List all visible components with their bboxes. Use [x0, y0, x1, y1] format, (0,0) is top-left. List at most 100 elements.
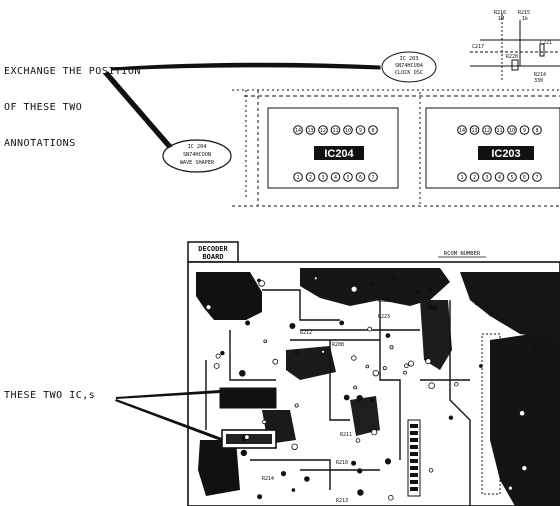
- exchange-arrows: [103, 62, 381, 149]
- board-via: [387, 494, 394, 501]
- board-via: [511, 399, 515, 404]
- ic-pin: [532, 172, 542, 182]
- board-via: [220, 350, 225, 356]
- board-via: [240, 449, 247, 457]
- connector-pad: [410, 459, 418, 463]
- cap-label: C221: [540, 40, 552, 46]
- ic203-callout-line-3: CLOCK OSC: [395, 70, 423, 76]
- ic-pin: [330, 172, 341, 182]
- board-via: [507, 485, 513, 491]
- ic-pin: [482, 172, 492, 182]
- board-via: [425, 358, 432, 365]
- ic-pin-number: 9: [359, 128, 362, 134]
- connector-pad: [410, 487, 418, 491]
- ic204-callout: IC 204 SN74HCOON WAVE SHAPER: [162, 139, 232, 173]
- board-via: [351, 460, 357, 466]
- board-via: [351, 355, 357, 361]
- schematic-section: [232, 14, 560, 207]
- ic203-label: IC203: [491, 148, 520, 160]
- board-via: [258, 280, 266, 287]
- board-via: [407, 360, 414, 367]
- ic204-chip: IC204: [314, 146, 364, 160]
- board-vias: [205, 275, 539, 501]
- connector-pad: [410, 452, 418, 456]
- ic-pin: [507, 125, 517, 135]
- connector-pad: [410, 431, 418, 435]
- decoder-board: DECODER BOARD RCOM NUMBER: [187, 241, 560, 506]
- board-via: [428, 382, 436, 390]
- ic-pin-number: 3: [321, 175, 324, 181]
- ic-pin-number: 10: [509, 128, 515, 134]
- ic203-callout-line-1: IC 203: [400, 56, 419, 62]
- connector-pads: [410, 424, 418, 491]
- board-via: [289, 322, 296, 329]
- ic-pin-number: 9: [523, 128, 526, 134]
- ic203-outline: [425, 107, 560, 189]
- board-via: [365, 364, 370, 369]
- ic-pin: [355, 172, 366, 182]
- board-via: [382, 366, 387, 371]
- board-via: [370, 281, 376, 287]
- resistor-label: R214: [534, 72, 546, 78]
- annotation-line-3: ANNOTATIONS: [4, 138, 76, 149]
- board-via: [454, 382, 459, 387]
- board-via: [478, 364, 483, 368]
- resistor-label: R220: [506, 54, 518, 60]
- ic-pin-number: 11: [496, 128, 502, 134]
- ic203-callout-line-2: SN74HCU04: [395, 63, 423, 69]
- board-via: [353, 385, 358, 390]
- ic-pin: [330, 125, 341, 135]
- ic-pin-number: 13: [471, 128, 477, 134]
- ic-pin: [532, 125, 542, 135]
- ic204-outline: [267, 107, 399, 189]
- board-via: [403, 370, 407, 375]
- connector-pad: [410, 424, 418, 428]
- board-via: [357, 468, 363, 474]
- ic-pin-number: 1: [460, 175, 463, 181]
- ic-pin-number: 3: [485, 175, 488, 181]
- board-via: [263, 339, 268, 344]
- annotation-line-1: EXCHANGE THE POSITION: [4, 66, 141, 77]
- board-via: [367, 326, 373, 332]
- ic-pin-number: 8: [535, 128, 538, 134]
- board-via: [257, 278, 261, 283]
- ic-pin-number: 12: [484, 128, 490, 134]
- ic-pin-number: 7: [535, 175, 538, 181]
- board-via: [534, 408, 539, 414]
- ic-pin-number: 7: [371, 175, 374, 181]
- board-via: [213, 363, 220, 369]
- board-via: [262, 419, 267, 425]
- rcom-number-label: RCOM NUMBER: [444, 251, 481, 257]
- board-ic-footprint-1: [219, 387, 277, 409]
- ic-pin: [368, 172, 378, 182]
- connector-pad: [410, 445, 418, 449]
- resistor-value: 1M: [498, 16, 504, 22]
- ic-pin-number: 2: [473, 175, 476, 181]
- board-via: [427, 304, 434, 311]
- arrow-to-ic203: [111, 62, 381, 71]
- ic-pin-number: 4: [498, 175, 501, 181]
- board-via: [488, 310, 494, 316]
- board-via: [355, 438, 361, 443]
- board-via: [371, 429, 378, 436]
- ic-pin-number: 13: [307, 128, 313, 134]
- ic204-callout-line-3: WAVE SHAPER: [180, 160, 215, 166]
- board-via: [391, 275, 397, 280]
- ic-pin: [343, 172, 353, 182]
- silk-label: R212: [300, 330, 312, 336]
- ic-pin-number: 5: [510, 175, 513, 181]
- silk-label: R211: [340, 432, 352, 438]
- board-via: [384, 458, 392, 465]
- ic-pin: [368, 125, 378, 135]
- board-via: [304, 476, 310, 482]
- cap-label: C217: [472, 44, 484, 50]
- resistor-label: R216: [494, 10, 506, 16]
- ic203-chip: IC203: [478, 146, 534, 160]
- board-via: [280, 470, 287, 477]
- board-via: [518, 410, 526, 417]
- arrow-to-board-ic-2: [115, 399, 222, 441]
- board-via: [533, 387, 538, 392]
- board-via: [389, 345, 394, 350]
- ic204-label: IC204: [324, 148, 354, 160]
